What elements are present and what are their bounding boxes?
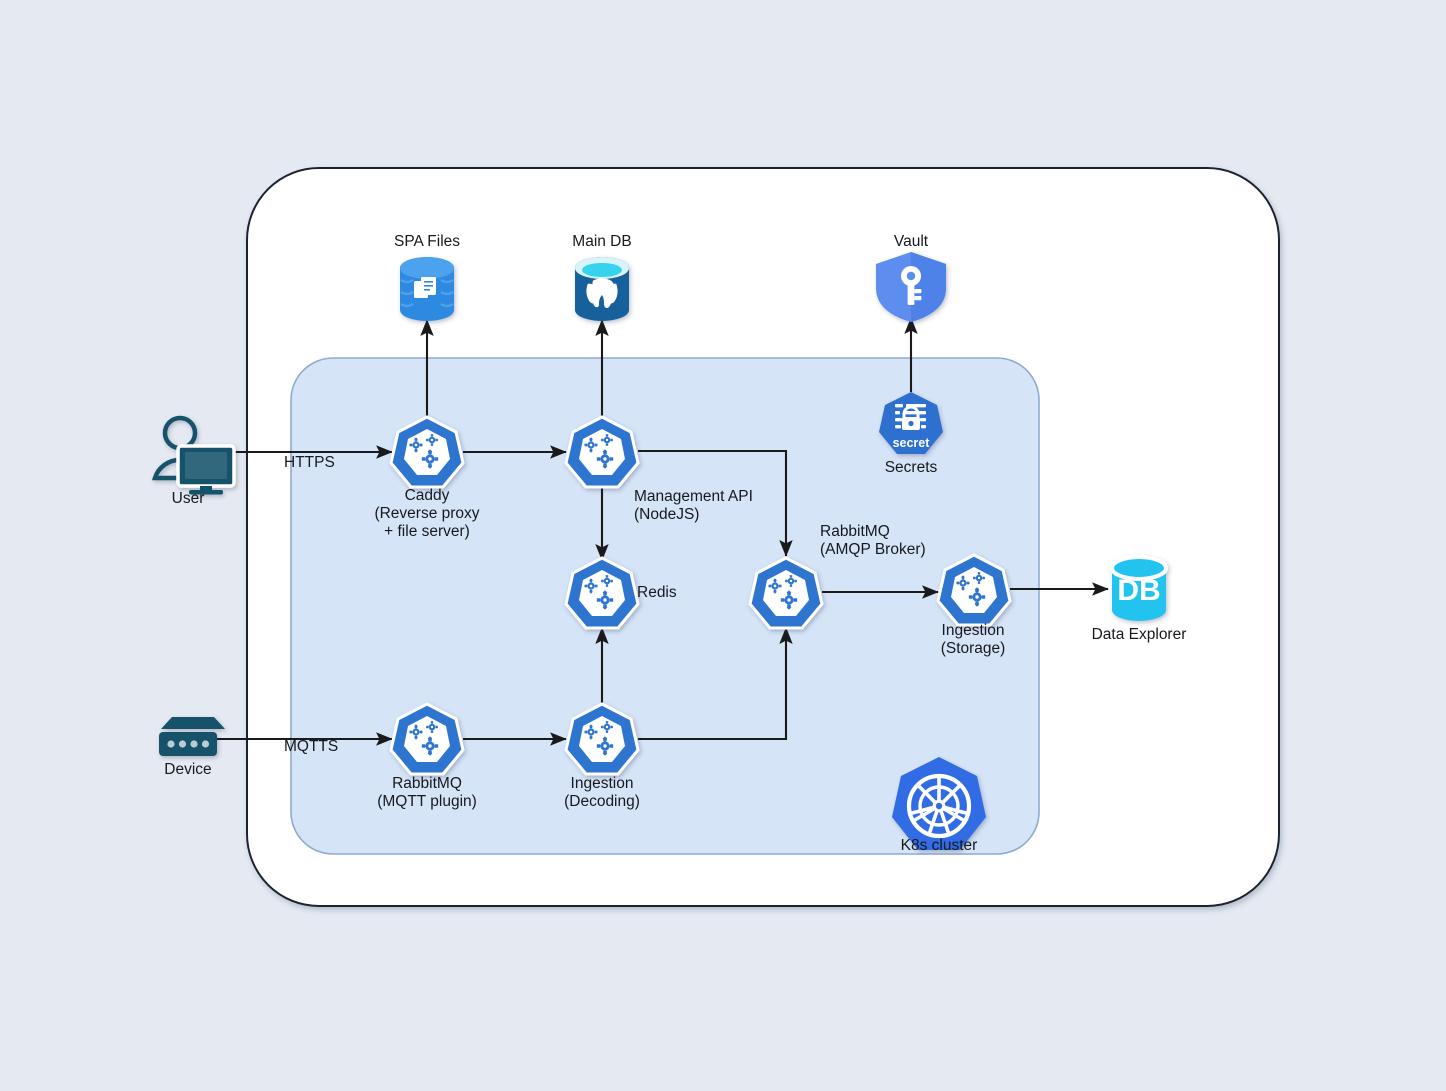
- k8s-cluster-boundary: [290, 357, 1040, 855]
- label-https: HTTPS: [284, 454, 335, 471]
- label-secrets: Secrets: [884, 459, 938, 476]
- label-vault: Vault: [893, 233, 929, 250]
- user-monitor-icon: [151, 415, 236, 495]
- db-glyph-text: DB: [1117, 574, 1160, 607]
- edge-layer: [216, 317, 1109, 746]
- edge-management-api-to-rabbitmq-broker: [638, 449, 793, 557]
- device-gateway-icon: [159, 717, 225, 756]
- label-rabbitmq-mqtt-line1: RabbitMQ: [392, 775, 462, 792]
- label-rabbitmq-broker-line2: (AMQP Broker): [820, 541, 926, 558]
- label-ingestion-storage-line1: Ingestion: [941, 622, 1005, 639]
- label-redis: Redis: [637, 584, 677, 601]
- database-cylinder-documents-icon: [400, 257, 454, 321]
- label-caddy-line3: + file server): [384, 523, 470, 540]
- shield-key-icon: [876, 252, 946, 322]
- label-main-db: Main DB: [572, 233, 632, 250]
- label-data-explorer: Data Explorer: [1091, 626, 1187, 643]
- label-mqtts: MQTTS: [284, 738, 339, 755]
- kubernetes-helm-wheel-icon: [892, 757, 986, 850]
- label-ingestion-decoding-line2: (Decoding): [564, 793, 640, 810]
- label-management-api-line2: (NodeJS): [634, 506, 700, 523]
- label-management-api-line1: Management API: [634, 488, 753, 505]
- label-caddy-line2: (Reverse proxy: [374, 505, 480, 522]
- label-caddy-line1: Caddy: [404, 487, 450, 504]
- label-rabbitmq-broker-line1: RabbitMQ: [820, 523, 890, 540]
- label-spa-files: SPA Files: [393, 233, 461, 250]
- secret-glyph-text: secret: [893, 436, 931, 450]
- db-cylinder-icon: DB: [1110, 555, 1168, 621]
- edge-ingestion-decoding-to-rabbitmq-broker: [638, 627, 793, 741]
- label-ingestion-decoding-line1: Ingestion: [570, 775, 634, 792]
- k8s-secret-icon: secret: [879, 392, 943, 454]
- label-k8s-cluster: K8s cluster: [900, 837, 978, 854]
- postgresql-cylinder-icon: [575, 257, 629, 321]
- label-device: Device: [164, 761, 212, 778]
- label-ingestion-storage-line2: (Storage): [940, 640, 1006, 657]
- label-rabbitmq-mqtt-line2: (MQTT plugin): [377, 793, 477, 810]
- label-user: User: [171, 490, 205, 507]
